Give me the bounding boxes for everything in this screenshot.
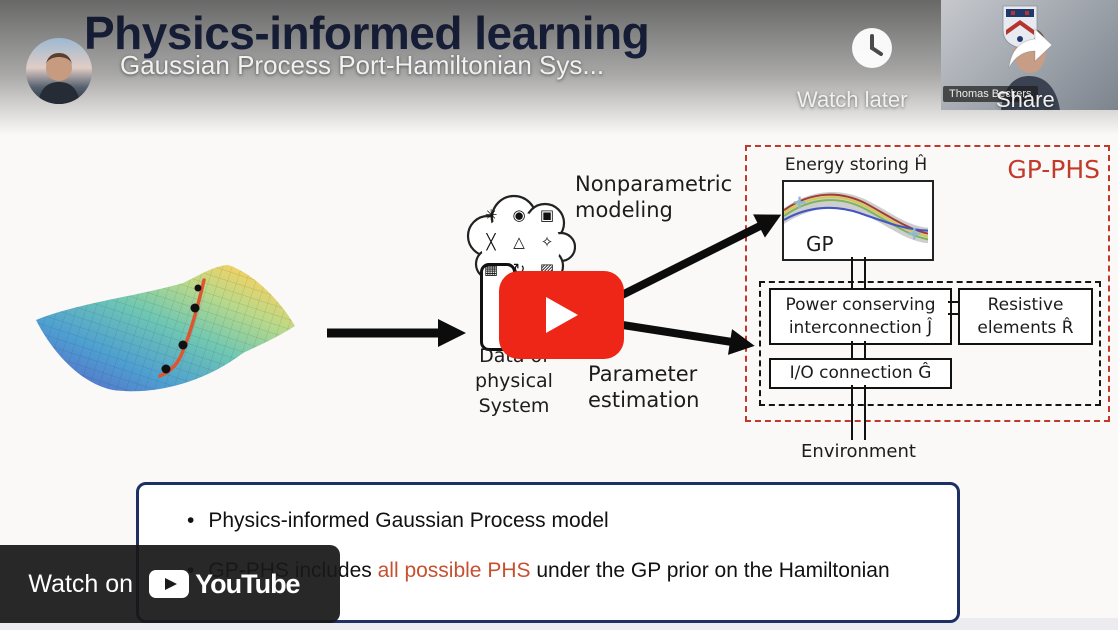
wire: [851, 257, 866, 288]
play-icon: [545, 297, 578, 333]
label-line: Resistive: [987, 294, 1064, 315]
label-line: Power conserving: [785, 294, 936, 315]
youtube-play-badge-icon: [149, 570, 190, 598]
training-point-markers: [793, 196, 921, 240]
bullet-glyph: •: [187, 509, 195, 532]
wire: [851, 341, 866, 359]
wire: [948, 301, 958, 315]
share-arrow-icon: [1008, 27, 1053, 69]
gp-label: GP: [806, 232, 834, 256]
label-line: I/O connection Ĝ: [789, 363, 932, 383]
bullet-text: Physics-informed Gaussian Process model: [208, 509, 609, 532]
label-line: Nonparametric: [575, 172, 733, 196]
avatar-photo: [26, 38, 92, 104]
gp-curves-plot: [783, 191, 929, 244]
bullet-text: under the GP prior on the Hamiltonian: [530, 559, 890, 582]
watch-later-button[interactable]: [851, 27, 893, 74]
physics-symbol: ▦: [483, 260, 499, 278]
gpphs-title: GP-PHS: [1007, 155, 1100, 184]
label-line: Parameter: [588, 362, 698, 386]
presenter-name-badge: Thomas Beckers: [943, 86, 1038, 102]
bullet-item: • Physics-informed Gaussian Process model: [187, 509, 609, 533]
nonparametric-modeling-label: Nonparametric modeling: [575, 171, 732, 223]
3d-surface-plot: [36, 265, 295, 392]
clock-icon: [852, 28, 892, 68]
youtube-wordmark: YouTube: [195, 568, 300, 599]
share-button[interactable]: [1003, 26, 1055, 77]
physics-cloud-icon: [466, 194, 576, 302]
channel-avatar[interactable]: [26, 38, 92, 104]
watch-on-youtube-button[interactable]: Watch on YouTube: [0, 545, 340, 623]
label-line: modeling: [575, 198, 673, 222]
presenter-webcam: Thomas Beckers: [941, 0, 1118, 110]
physics-symbol: ✧: [540, 233, 554, 251]
wire: [851, 385, 866, 440]
bullet-text-highlight: all possible PHS: [377, 559, 531, 582]
physics-symbol: ╳: [486, 233, 496, 251]
physics-symbol: △: [513, 233, 525, 251]
physics-symbol: ✳: [484, 206, 498, 224]
parameter-estimation-label: Parameter estimation: [588, 361, 699, 413]
watch-later-label[interactable]: Watch later: [797, 87, 908, 112]
resistive-elements-box: Resistive elements R̂: [958, 288, 1093, 345]
physics-symbol: ◉: [512, 206, 526, 224]
player-top-gradient: [0, 0, 1118, 135]
physics-symbol: ▣: [539, 206, 555, 224]
label-line: estimation: [588, 388, 700, 412]
video-title-link[interactable]: Gaussian Process Port-Hamiltonian Sys...: [120, 50, 605, 80]
label-line: elements R̂: [977, 317, 1074, 338]
label-line: interconnection Ĵ: [788, 317, 933, 338]
label-line: System: [478, 395, 550, 417]
youtube-logo: YouTube: [149, 568, 301, 600]
phs-dashed-frame: [759, 281, 1101, 406]
io-connection-box: I/O connection Ĝ: [769, 358, 952, 389]
energy-storing-label: Energy storing Ĥ: [784, 155, 928, 175]
share-label[interactable]: Share: [996, 87, 1055, 112]
watch-on-label: Watch on: [28, 569, 134, 598]
power-conserving-box: Power conserving interconnection Ĵ: [769, 288, 952, 345]
gp-plot-box: GP: [782, 180, 934, 261]
play-button[interactable]: [499, 271, 624, 359]
label-line: physical: [475, 370, 553, 392]
environment-label: Environment: [801, 441, 916, 462]
